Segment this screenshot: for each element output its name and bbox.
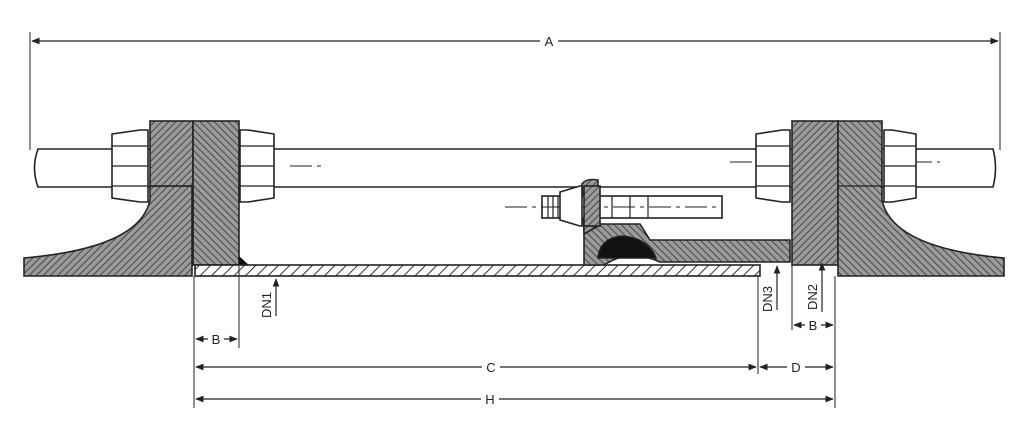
left-weld (239, 256, 250, 266)
label-c: C (486, 360, 495, 375)
label-dn1: DN1 (259, 292, 274, 318)
left-nut-outer (111, 129, 149, 203)
label-a: A (545, 34, 554, 49)
dimension-c: C (195, 359, 757, 375)
dimension-h: H (195, 391, 834, 407)
diameter-dn2: DN2 (805, 262, 826, 312)
left-nut-inner (239, 129, 275, 203)
label-h: H (485, 392, 494, 407)
label-b-right: B (809, 318, 818, 333)
coupling-bolt (505, 185, 723, 227)
dimension-a: A (29, 32, 1001, 150)
label-dn2: DN2 (805, 284, 820, 310)
left-flange (23, 120, 240, 277)
label-b-left: B (212, 332, 221, 347)
extension-lines (193, 264, 836, 408)
right-nut-outer (883, 129, 917, 203)
dimension-b-left: B (195, 331, 238, 347)
right-nut-inner (755, 129, 791, 203)
diameter-dn3: DN3 (760, 265, 781, 312)
label-dn3: DN3 (760, 286, 775, 312)
diameter-dn1: DN1 (259, 278, 280, 318)
pipe-spool (194, 264, 761, 277)
label-d: D (791, 360, 800, 375)
dimension-b-right: B (793, 317, 834, 333)
dimension-d: D (759, 359, 834, 375)
right-flange (791, 120, 1005, 277)
